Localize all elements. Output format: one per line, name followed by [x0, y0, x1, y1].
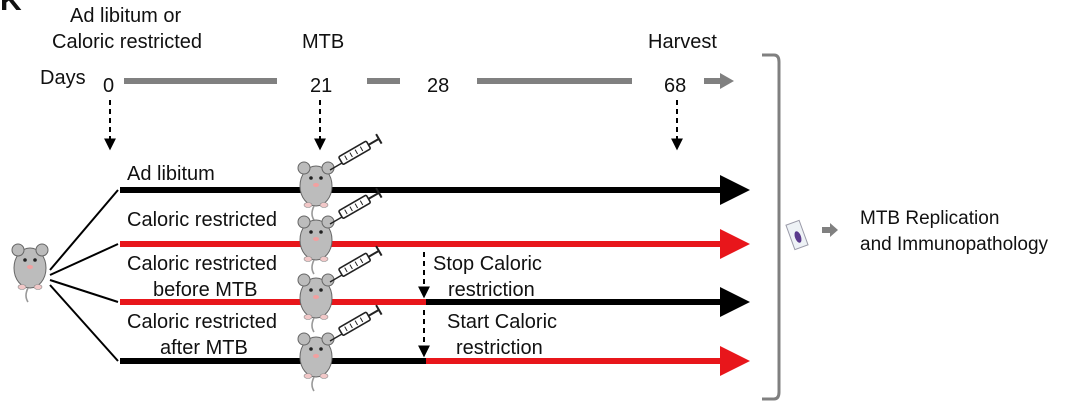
day-0: 0 [103, 75, 114, 97]
bracket [762, 53, 781, 401]
group-label-cr-after-line1: Caloric restricted [127, 311, 277, 333]
fan-line-2 [49, 243, 119, 276]
fan-line-4 [49, 284, 119, 362]
group-label-ad-libitum: Ad libitum [127, 163, 215, 185]
timeline-arrowhead [720, 73, 734, 89]
fan-line-3 [49, 279, 119, 303]
syringe-icon [329, 133, 383, 171]
header-harvest: Harvest [648, 31, 717, 53]
timeline-segment-21-28 [367, 78, 400, 84]
header-mtb: MTB [302, 31, 344, 53]
header-ad-libitum-or: Ad libitum or [70, 5, 181, 27]
day-68: 68 [664, 75, 686, 97]
group-label-cr-before-line2: before MTB [153, 279, 257, 301]
annotation-stop-line1: Stop Caloric [433, 253, 542, 275]
fan-line-1 [49, 189, 119, 271]
timeline-segment-28-68 [477, 78, 632, 84]
syringe-icon [329, 245, 383, 283]
outcome-line1: MTB Replication [860, 208, 999, 229]
microscope-slide-icon [785, 219, 809, 251]
syringe-icon [329, 304, 383, 342]
group-label-cr-before-line1: Caloric restricted [127, 253, 277, 275]
annotation-start-line2: restriction [456, 337, 543, 359]
group-label-caloric-restricted: Caloric restricted [127, 209, 277, 231]
timeline-segment-end [704, 78, 720, 84]
days-label: Days [40, 67, 86, 89]
timeline-segment-0-21 [124, 78, 277, 84]
header-caloric-restricted: Caloric restricted [52, 31, 202, 53]
panel-letter: K [0, 0, 22, 17]
injected-mouse-1 [297, 133, 383, 221]
mouse-icon [11, 243, 49, 303]
outcome-arrow [822, 223, 838, 237]
day-28: 28 [427, 75, 449, 97]
annotation-start-line1: Start Caloric [447, 311, 557, 333]
annotation-stop-line2: restriction [448, 279, 535, 301]
group-label-cr-after-line2: after MTB [160, 337, 248, 359]
outcome-line2: and Immunopathology [860, 234, 1049, 255]
syringe-icon [329, 187, 383, 225]
day-21: 21 [310, 75, 332, 97]
